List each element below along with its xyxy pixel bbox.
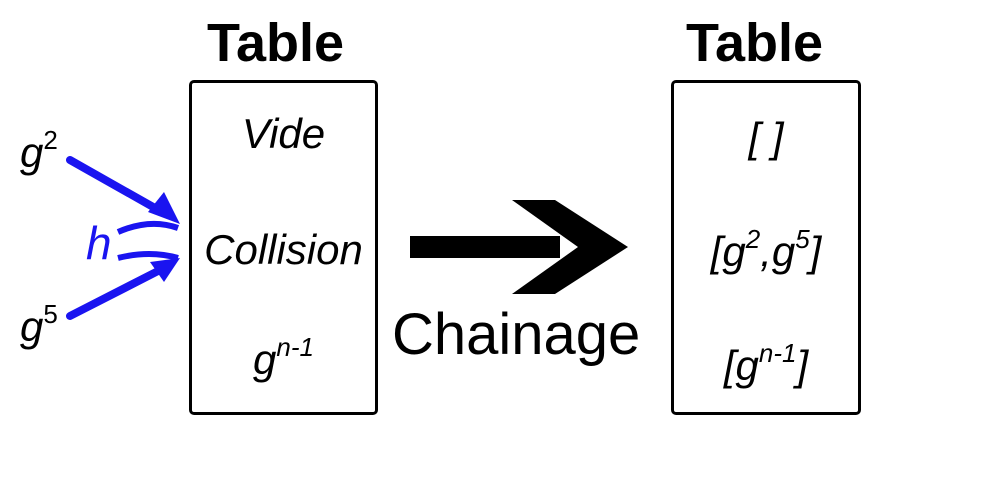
left-row-empty: Vide <box>241 110 326 157</box>
left-row-gn1: gn-1 <box>253 332 314 383</box>
chainage-label: Chainage <box>392 302 641 367</box>
right-row-chain-list: [g2,g5] <box>710 224 822 275</box>
chainage-arrow <box>410 200 628 294</box>
hash-function-label: h <box>86 217 112 269</box>
input-g2-label: g2 <box>20 125 58 176</box>
right-row-gn1-list: [gn-1] <box>723 338 809 389</box>
right-table-title: Table <box>686 13 824 73</box>
blue-arrow-top <box>66 156 180 235</box>
right-table-box: [ ] [g2,g5] [gn-1] <box>671 80 861 415</box>
blue-arrow-bottom <box>66 251 180 320</box>
left-table-box: Vide Collision gn-1 <box>189 80 378 415</box>
right-row-empty-list: [ ] <box>748 114 784 161</box>
left-table-title: Table <box>207 13 345 73</box>
input-g5-label: g5 <box>20 299 58 350</box>
left-row-collision: Collision <box>204 226 363 273</box>
